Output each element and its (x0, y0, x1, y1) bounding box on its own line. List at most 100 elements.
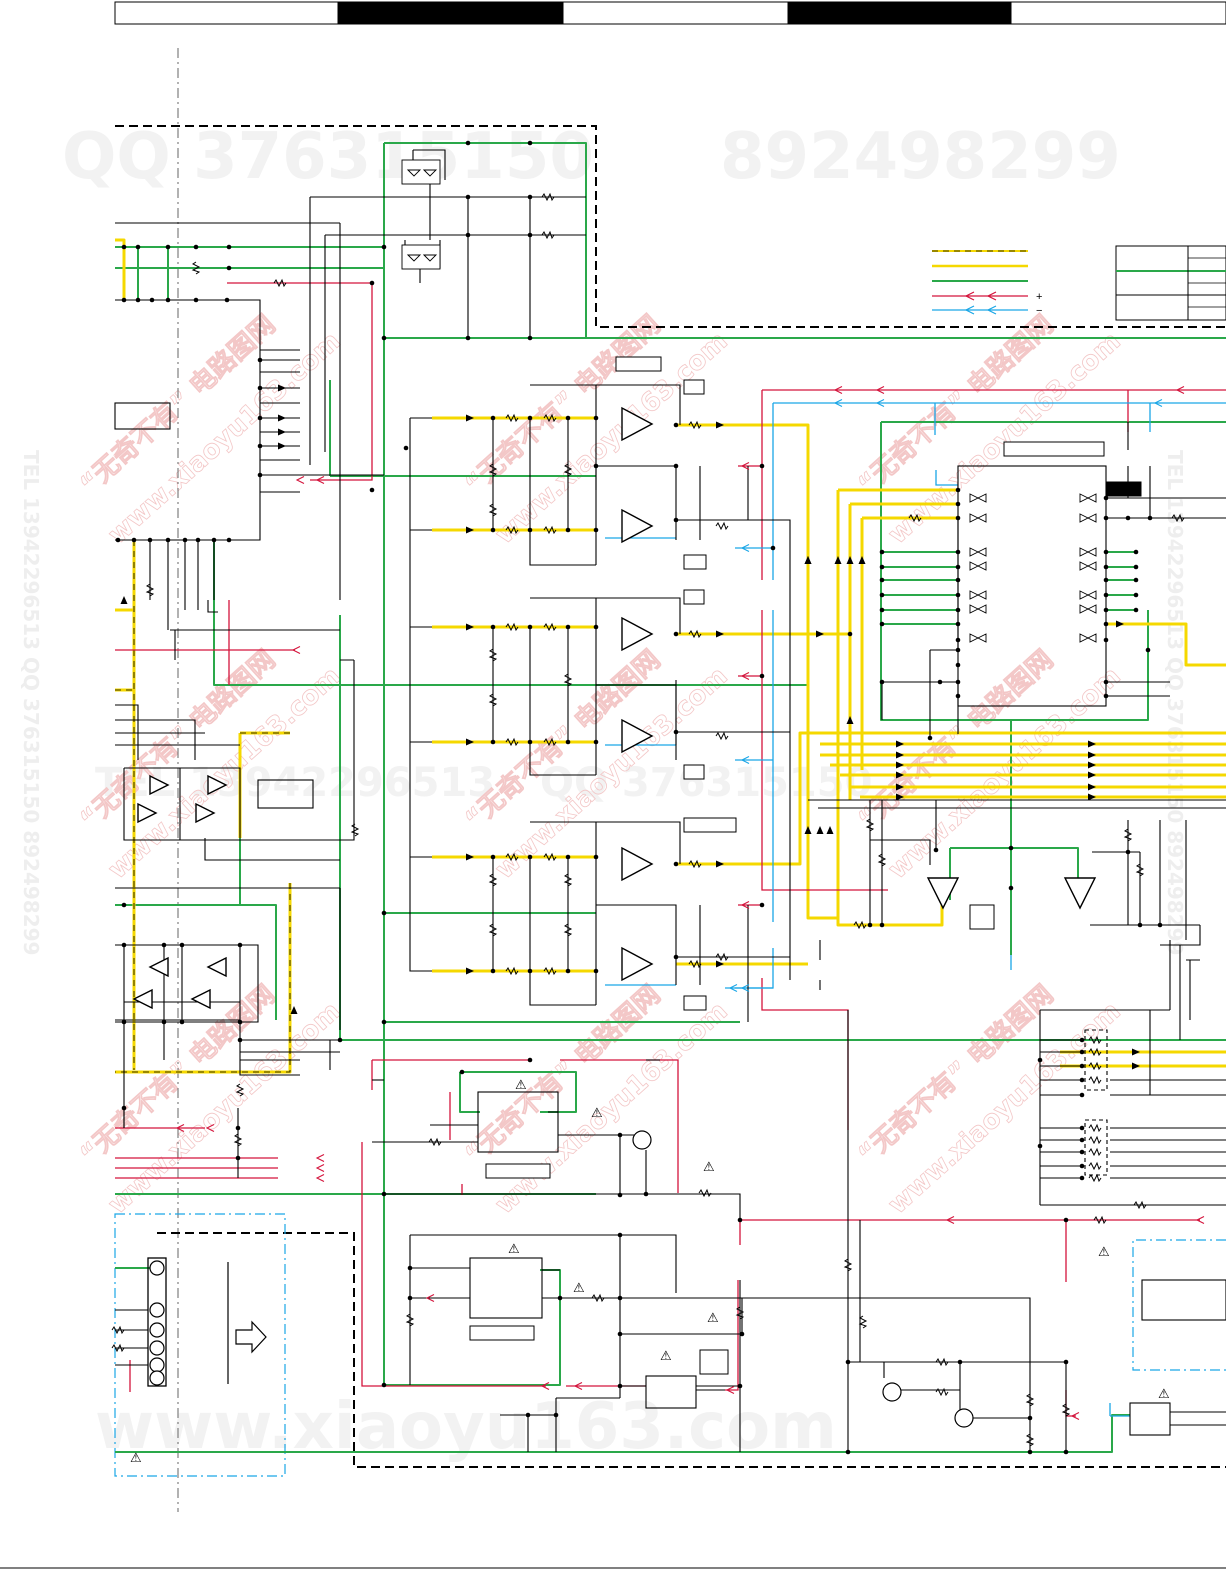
flow-arrow (1088, 793, 1096, 801)
warning-symbols: ⚠ ⚠ ⚠ ⚠ ⚠ ⚠ ⚠ ⚠ ⚠ ⚠ (130, 1077, 1170, 1465)
junction-dot (1103, 679, 1109, 685)
junction-dot (147, 537, 153, 543)
op-amp-2 (621, 508, 654, 544)
positive-arrow (573, 1382, 583, 1390)
resistor (505, 852, 519, 862)
junction-dot (179, 1019, 185, 1025)
resistor (688, 859, 702, 869)
junction-dot (1027, 1415, 1033, 1421)
junction-dot (565, 415, 571, 421)
flow-arrow (846, 716, 854, 724)
header-tab-5 (1010, 1, 1226, 25)
resistor (505, 737, 519, 747)
junction-dot (135, 297, 141, 303)
junction-dot (565, 527, 571, 533)
flow-arrow (120, 596, 128, 604)
junction-dot (955, 564, 961, 570)
positive-arrow (740, 462, 750, 470)
op-amp-5 (621, 846, 654, 882)
positive-arrow (1070, 1412, 1080, 1420)
junction-dot (879, 564, 885, 570)
flow-arrow (816, 630, 824, 638)
junction-dot (955, 549, 961, 555)
junction-dot (847, 631, 853, 637)
flow-arrow (716, 860, 724, 868)
junction-dot (1103, 515, 1109, 521)
junction-dot (737, 1383, 743, 1389)
junction-dot (955, 487, 961, 493)
junction-dot (955, 647, 961, 653)
junction-dot (527, 1057, 533, 1063)
flow-arrow (466, 738, 474, 746)
junction-dot (195, 537, 201, 543)
positive-arrow (945, 1216, 955, 1224)
resistor (688, 420, 702, 430)
junction-dot (115, 537, 121, 543)
flow-arrow (846, 556, 854, 564)
positive-arrow (740, 672, 750, 680)
junction-dot (403, 445, 409, 451)
junction-dot (1103, 607, 1109, 613)
direction-arrow-icon (235, 1320, 267, 1354)
junction-dot (879, 549, 885, 555)
watermark-qq-top-right: 892498299 (720, 120, 1121, 194)
warning-icon: ⚠ (1098, 1244, 1110, 1259)
junction-dot (1125, 849, 1131, 855)
warning-icon: ⚠ (703, 1159, 715, 1174)
junction-dot (381, 335, 387, 341)
junction-dot (465, 232, 471, 238)
transistor-2 (882, 1382, 902, 1402)
negative-arrow (728, 984, 738, 992)
resistor (505, 966, 519, 976)
flow-arrow (826, 826, 834, 834)
junction-dot (1137, 922, 1143, 928)
flow-arrow (858, 556, 866, 564)
resistor (428, 1137, 442, 1147)
junction-dot (161, 942, 167, 948)
flow-arrow (466, 967, 474, 975)
resistor (1088, 1123, 1102, 1133)
junction-dot (617, 1232, 623, 1238)
junction-dot (673, 422, 679, 428)
warning-icon: ⚠ (660, 1348, 672, 1363)
junction-dot (673, 517, 679, 523)
flow-arrow (1116, 620, 1124, 628)
junction-dot (527, 968, 533, 974)
positive-arrow (205, 1124, 215, 1132)
resistor (1088, 1135, 1102, 1145)
op-amp-1 (621, 406, 654, 442)
junction-dot (237, 942, 243, 948)
junction-dot (759, 902, 765, 908)
junction-dot (1063, 1449, 1069, 1455)
junction-dot (161, 1019, 167, 1025)
resistor (191, 261, 201, 275)
resistor (563, 463, 573, 477)
resistor (541, 230, 555, 240)
junction-dot (739, 1331, 745, 1337)
junction-dot (565, 739, 571, 745)
junction-dot (131, 537, 137, 543)
junction-dot (1133, 577, 1139, 583)
junction-dot (879, 679, 885, 685)
resistor (715, 731, 729, 741)
junction-dot (381, 1019, 387, 1025)
junction-dot (1103, 693, 1109, 699)
junction-dot (557, 1295, 563, 1301)
header-tab-4 (788, 2, 1011, 24)
junction-dot (224, 297, 230, 303)
buffer-1 (149, 774, 170, 796)
junction-dot (407, 1265, 413, 1271)
resistor (1133, 1200, 1147, 1210)
flow-arrow (466, 623, 474, 631)
op-amp-3 (621, 616, 654, 652)
junction-dot (465, 194, 471, 200)
resistor (1088, 1047, 1102, 1057)
positive-arrow (540, 1382, 550, 1390)
junction-dot (1079, 1077, 1085, 1083)
negative-arrow (875, 399, 885, 407)
junction-dot (617, 1383, 623, 1389)
junction-dot (593, 415, 599, 421)
resistor (505, 525, 519, 535)
junction-dot (527, 854, 533, 860)
buffer-8 (190, 988, 211, 1010)
